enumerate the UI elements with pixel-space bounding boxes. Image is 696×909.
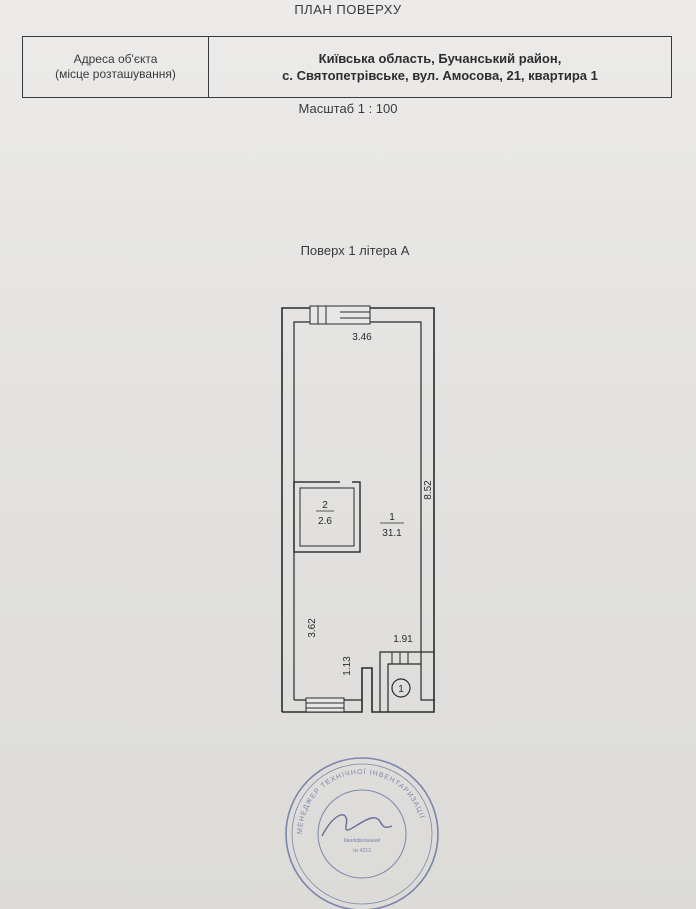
address-table: Адреса об'єкта (місце розташування) Київ… — [22, 36, 672, 98]
outer-walls — [281, 307, 435, 713]
room-2-area: 2.6 — [318, 516, 332, 527]
stamp-center-text: Кваліфікований — [344, 837, 381, 844]
address-line2: с. Святопетрівське, вул. Амосова, 21, кв… — [282, 68, 598, 83]
floor-title: Поверх 1 літера А — [300, 243, 410, 258]
scale-label: Масштаб 1 : 100 — [298, 101, 398, 116]
room-2-walls — [293, 480, 361, 553]
signature — [321, 814, 393, 837]
entrance-marker-number: 1 — [398, 684, 404, 695]
dim-left: 3.62 — [307, 618, 318, 638]
address-label-cell: Адреса об'єкта (місце розташування) — [23, 37, 209, 97]
stamp-ring-text: МЕНЕДЖЕР ТЕХНІЧНОЇ ІНВЕНТАРИЗАЦІЇ — [297, 768, 426, 834]
room-1-number: 1 — [389, 512, 395, 523]
document-title: ПЛАН ПОВЕРХУ — [294, 2, 402, 17]
address-line1: Київська область, Бучанський район, — [318, 51, 562, 66]
dim-small: 1.13 — [342, 656, 353, 676]
room-2-number: 2 — [322, 500, 328, 511]
entry-door — [391, 652, 409, 664]
stamp-number: № 4213 — [353, 848, 371, 854]
address-label-line1: Адреса об'єкта — [73, 52, 158, 66]
address-label-line2: (місце розташування) — [55, 67, 176, 81]
room-1-area: 31.1 — [382, 528, 402, 539]
dim-top: 3.46 — [352, 332, 372, 343]
official-stamp: МЕНЕДЖЕР ТЕХНІЧНОЇ ІНВЕНТАРИЗАЦІЇ Кваліф… — [285, 757, 439, 909]
dim-right: 8.52 — [423, 480, 434, 500]
entrance-marker-circle — [391, 678, 411, 698]
dim-entry: 1.91 — [393, 634, 413, 645]
window-top — [309, 305, 371, 325]
window-bottom — [305, 697, 345, 713]
address-value-cell: Київська область, Бучанський район, с. С… — [209, 37, 671, 97]
